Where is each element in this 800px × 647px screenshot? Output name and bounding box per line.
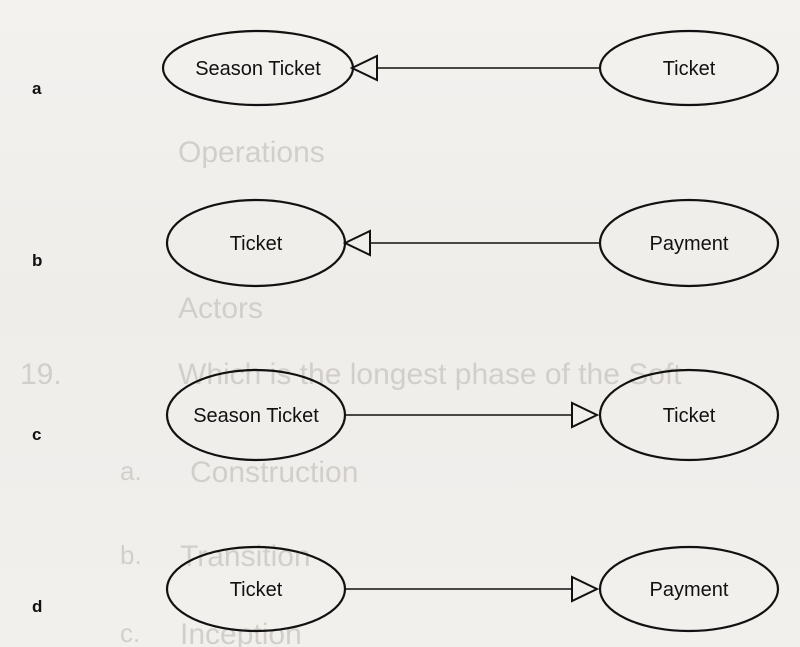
option-letter-d: d xyxy=(32,597,42,616)
hollow-arrowhead-b xyxy=(342,229,371,257)
right-label-c: Ticket xyxy=(663,405,716,427)
option-letter-a: a xyxy=(32,79,42,98)
option-letter-c: c xyxy=(32,425,41,444)
left-label-b: Ticket xyxy=(230,233,283,255)
option-letter-b: b xyxy=(32,251,42,270)
right-label-a: Ticket xyxy=(663,58,716,80)
left-ellipse-b xyxy=(165,198,347,288)
left-label-d: Ticket xyxy=(230,579,283,601)
right-ellipse-d xyxy=(598,545,780,633)
right-ellipse-a xyxy=(598,29,780,107)
right-ellipse-c xyxy=(598,368,780,462)
left-label-a: Season Ticket xyxy=(195,58,321,80)
right-ellipse-b xyxy=(598,198,780,288)
hollow-arrowhead-a xyxy=(349,54,378,82)
option-a: a Season Ticket Ticket xyxy=(32,29,780,107)
option-d: d Ticket Payment xyxy=(32,545,780,633)
hollow-arrowhead-d xyxy=(571,575,600,603)
left-ellipse-a xyxy=(161,29,355,107)
left-ellipse-d xyxy=(165,545,347,633)
right-label-d: Payment xyxy=(650,579,729,601)
option-b: b Ticket Payment xyxy=(32,198,780,288)
hollow-arrowhead-c xyxy=(571,401,600,429)
right-label-b: Payment xyxy=(650,233,729,255)
left-label-c: Season Ticket xyxy=(193,405,319,427)
option-c: c Season Ticket Ticket xyxy=(32,368,780,462)
left-ellipse-c xyxy=(165,368,347,462)
